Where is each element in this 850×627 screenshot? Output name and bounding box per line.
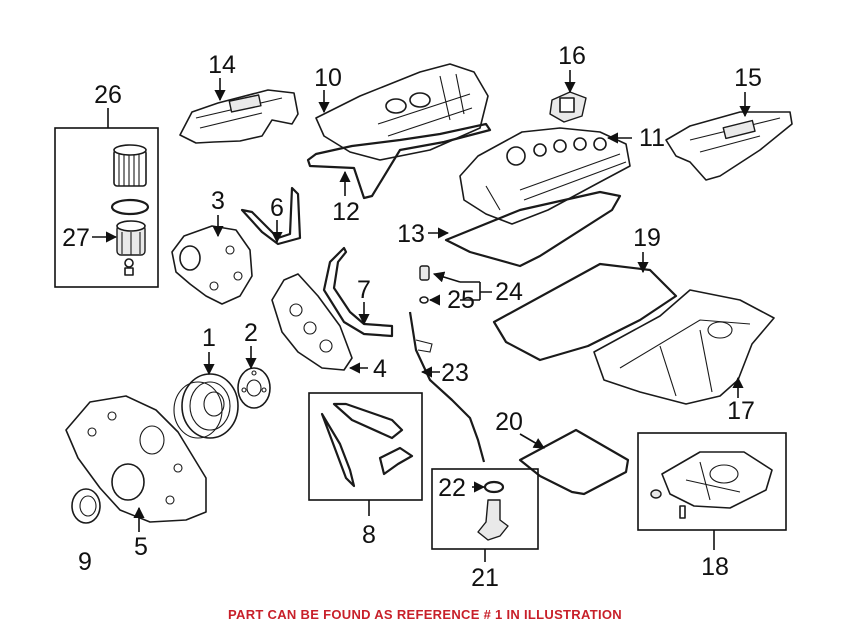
bmw-logo-right	[722, 119, 756, 140]
front-timing-cover	[65, 395, 207, 532]
callout-27: 27	[62, 224, 90, 252]
callout-9: 9	[78, 548, 92, 576]
callout-23: 23	[441, 359, 469, 387]
filter-housing-cap	[116, 220, 146, 256]
crankshaft-seal	[71, 488, 101, 524]
valve-cover-gasket-right	[444, 190, 622, 268]
callout-7: 7	[357, 276, 371, 304]
valve-cover-right	[459, 127, 632, 225]
oil-level-sensor	[419, 265, 461, 283]
callout-4: 4	[373, 355, 387, 383]
timing-cover-side	[271, 273, 368, 374]
sensor-o-ring	[419, 296, 429, 304]
valve-cover-left	[315, 63, 489, 161]
oil-pan-gasket-upper	[492, 262, 678, 362]
crankshaft-pulley	[173, 352, 239, 439]
timing-cover-upper	[171, 215, 253, 305]
callout-17: 17	[727, 397, 755, 425]
dipstick-assembly-group	[431, 468, 539, 562]
timing-cover-gasket-side	[322, 246, 394, 338]
drain-plug	[650, 489, 662, 499]
callout-21: 21	[471, 564, 499, 592]
callout-10: 10	[314, 64, 342, 92]
callout-2: 2	[244, 319, 258, 347]
callout-8: 8	[362, 521, 376, 549]
callout-22: 22	[438, 474, 466, 502]
callout-25: 25	[447, 286, 475, 314]
callout-24: 24	[495, 278, 523, 306]
callout-18: 18	[701, 553, 729, 581]
callout-1: 1	[202, 324, 216, 352]
dipstick-seal	[483, 480, 505, 494]
valve-cover-gasket-left	[306, 122, 492, 200]
oil-pan-gasket-lower	[518, 428, 630, 496]
dipstick-tube	[408, 311, 486, 463]
oil-pan-upper	[593, 289, 775, 405]
oil-filter-group	[54, 108, 159, 288]
callout-16: 16	[558, 42, 586, 70]
filter-o-ring	[110, 198, 150, 216]
callout-5: 5	[134, 533, 148, 561]
engine-cover-right	[665, 92, 793, 181]
crankshaft-hub	[237, 346, 271, 409]
oil-pan-lower-group	[637, 432, 787, 550]
oil-filter-kit-frame	[54, 127, 159, 288]
oil-filler-cap	[549, 70, 587, 123]
callout-6: 6	[270, 194, 284, 222]
callout-26: 26	[94, 81, 122, 109]
callout-3: 3	[211, 187, 225, 215]
callout-12: 12	[332, 198, 360, 226]
callout-19: 19	[633, 224, 661, 252]
bmw-logo-left	[228, 94, 262, 113]
oil-filter-element	[113, 144, 147, 187]
reference-note: PART CAN BE FOUND AS REFERENCE # 1 IN IL…	[228, 607, 622, 622]
callout-11: 11	[639, 124, 665, 152]
engine-cover-left	[179, 78, 299, 144]
timing-gasket-set	[308, 392, 423, 516]
timing-cover-gasket-upper	[240, 186, 302, 246]
callout-15: 15	[734, 64, 762, 92]
callout-20: 20	[495, 408, 523, 436]
callout-14: 14	[208, 51, 236, 79]
callout-13: 13	[397, 220, 425, 248]
